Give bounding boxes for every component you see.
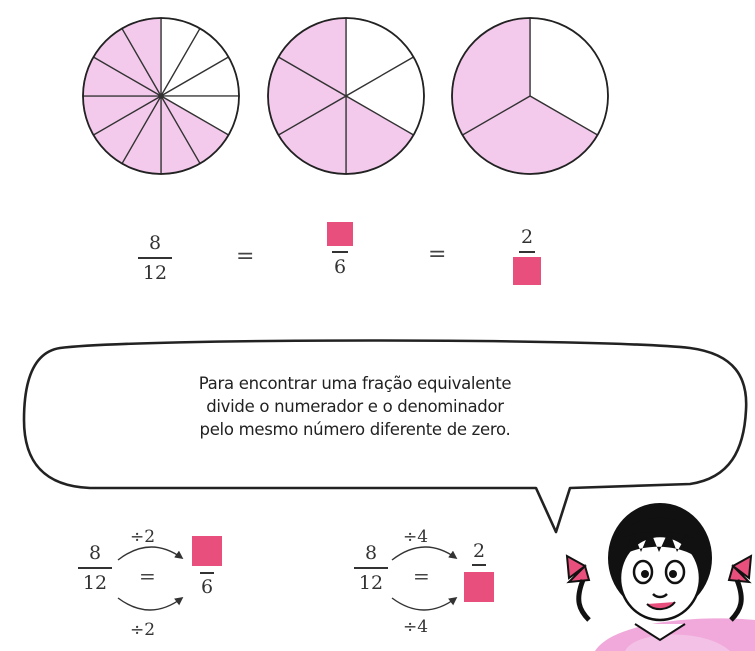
fraction-bar: [354, 567, 388, 569]
fraction-circles: [82, 17, 609, 175]
fraction-2-blank: 2: [512, 226, 542, 285]
divide-by-2-top: ÷2: [130, 527, 156, 547]
arrow-top-1: [117, 546, 184, 561]
example2-fraction: 8 12: [354, 542, 388, 594]
circle-outline: [82, 17, 240, 175]
bubble-line-2: divide o numerador e o denominador: [206, 397, 504, 416]
divide-by-2-bottom: ÷2: [130, 620, 156, 640]
circle-outline: [267, 17, 425, 175]
blank-box[interactable]: [192, 536, 222, 566]
numerator: 2: [520, 226, 534, 248]
fraction-8-12: 8 12: [138, 232, 172, 284]
girl-illustration: [565, 503, 755, 651]
fraction-bar: [138, 257, 172, 259]
fraction-bar: [472, 564, 486, 566]
bubble-line-1: Para encontrar uma fração equivalente: [198, 374, 512, 393]
equals-sign: =: [236, 244, 255, 269]
divide-by-4-bottom: ÷4: [403, 617, 429, 637]
equals-sign: =: [413, 564, 430, 588]
circle-sixths: [267, 17, 425, 175]
fraction-bar: [332, 251, 348, 253]
example2-result: 2: [462, 540, 496, 602]
equals-sign: =: [139, 564, 156, 588]
fraction-bar: [78, 567, 112, 569]
circle-outline: [451, 17, 609, 175]
blank-box[interactable]: [327, 222, 353, 246]
arrow-bottom-2: [391, 596, 458, 611]
denominator: 12: [142, 261, 168, 284]
arrow-bottom-1: [117, 596, 184, 611]
example1-fraction: 8 12: [78, 542, 112, 594]
denominator: 12: [358, 571, 384, 594]
example1-result: 6: [190, 536, 224, 598]
numerator: 8: [364, 542, 378, 564]
bubble-text: Para encontrar uma fração equivalente di…: [120, 372, 590, 441]
circle-thirds: [451, 17, 609, 175]
numerator: 2: [472, 540, 486, 562]
fraction-bar: [519, 251, 535, 253]
arrow-top-2: [391, 546, 458, 561]
denominator: 6: [333, 255, 347, 278]
fraction-blank-6: 6: [325, 222, 355, 278]
circle-twelfths: [82, 17, 240, 175]
equals-sign: =: [428, 242, 447, 267]
blank-box[interactable]: [513, 256, 541, 285]
fraction-bar: [200, 572, 214, 574]
numerator: 8: [148, 232, 162, 254]
bubble-line-3: pelo mesmo número diferente de zero.: [199, 420, 511, 439]
numerator: 8: [88, 542, 102, 564]
divide-by-4-top: ÷4: [403, 527, 429, 547]
blank-box[interactable]: [464, 571, 494, 602]
denominator: 6: [200, 575, 214, 598]
denominator: 12: [82, 571, 108, 594]
